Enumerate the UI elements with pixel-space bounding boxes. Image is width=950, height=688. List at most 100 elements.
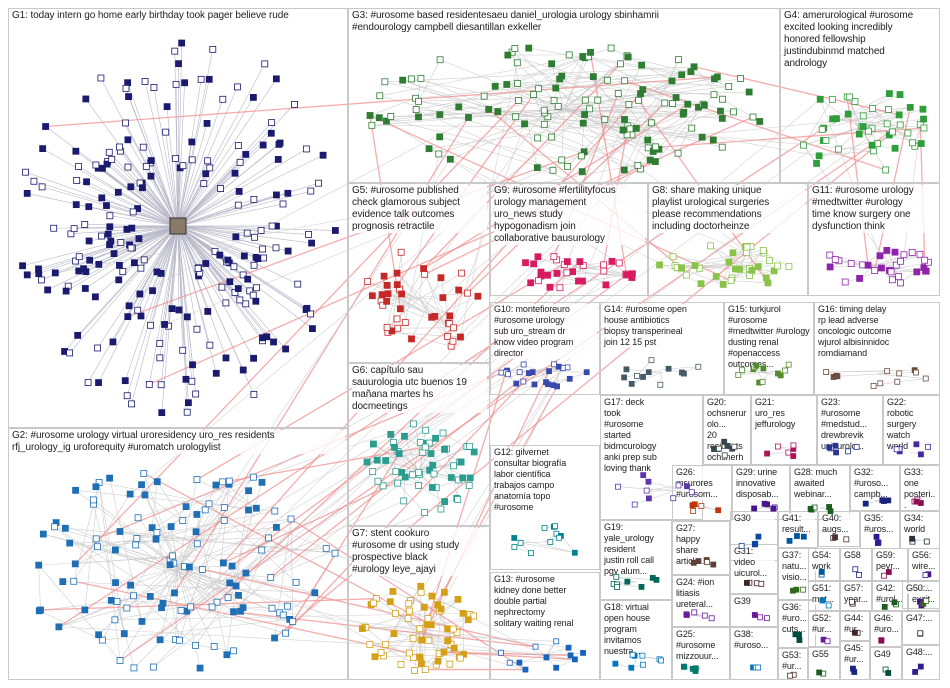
node [83, 178, 90, 186]
node [684, 100, 692, 108]
node [383, 117, 390, 125]
edge [700, 270, 775, 285]
edge [177, 225, 227, 304]
node [429, 461, 437, 469]
node [613, 573, 620, 580]
edge [647, 106, 699, 141]
edge [148, 225, 179, 385]
node [311, 589, 319, 597]
node [141, 78, 149, 85]
node [284, 602, 291, 610]
node [303, 304, 311, 312]
node [876, 252, 884, 260]
group-label-g11: G11: #urosome urology #medtwitter #urolo… [812, 185, 937, 233]
node [366, 641, 374, 648]
node [756, 118, 764, 125]
node [922, 572, 929, 578]
node [635, 96, 642, 104]
node [638, 584, 645, 590]
bridge-edge [73, 580, 410, 654]
edge [112, 225, 179, 343]
node [234, 83, 241, 91]
node [188, 138, 196, 146]
node [86, 256, 94, 264]
node [913, 369, 919, 376]
node [665, 365, 672, 372]
node [291, 100, 298, 108]
node [893, 446, 900, 453]
node [192, 390, 200, 398]
node [533, 164, 541, 172]
group-label-g42: G42: #urol... [876, 583, 905, 605]
node [245, 487, 252, 495]
bridge-edge [846, 96, 869, 266]
edge [177, 225, 308, 309]
edge [86, 181, 179, 227]
node [38, 183, 46, 191]
node [648, 357, 655, 364]
bridge-edge [202, 568, 536, 648]
node [864, 261, 872, 269]
node [851, 98, 859, 105]
node [124, 313, 132, 321]
node [787, 672, 793, 679]
node [785, 449, 792, 456]
node [374, 477, 382, 485]
node [239, 271, 247, 279]
edge [668, 366, 699, 370]
edge [385, 460, 420, 471]
node [764, 450, 770, 457]
node [739, 367, 745, 374]
group-box-g46: G46: #uro... [870, 611, 902, 647]
group-label-g2: G2: #urosome urology virtual uroresidenc… [12, 430, 345, 454]
node [235, 591, 242, 599]
node [75, 163, 82, 170]
node [72, 201, 80, 209]
node [37, 276, 45, 284]
group-label-g35: G35: #uros... [864, 513, 897, 535]
node [661, 99, 669, 107]
group-box-g1: G1: today intern go home early birthday … [8, 8, 348, 428]
node [103, 202, 110, 209]
node [521, 120, 528, 128]
nodes-g49 [882, 666, 892, 676]
edge [177, 225, 198, 330]
node [235, 188, 243, 195]
node [272, 244, 280, 252]
node [504, 51, 512, 59]
node [920, 115, 927, 123]
node [416, 625, 424, 633]
node [234, 201, 242, 209]
node [553, 638, 560, 645]
node [732, 265, 739, 273]
edge [414, 628, 420, 671]
nodes-g8 [656, 242, 793, 288]
node [305, 231, 312, 238]
node [753, 362, 760, 369]
node [193, 511, 201, 518]
node [220, 517, 228, 524]
node [540, 120, 548, 128]
node [282, 629, 289, 637]
nodes-g28 [807, 504, 834, 515]
node [923, 538, 930, 545]
node [232, 233, 240, 241]
group-box-g19: G19: yale_urology resident justin roll c… [600, 520, 672, 600]
node [792, 631, 799, 638]
node [397, 661, 405, 668]
node [571, 549, 578, 556]
node [226, 278, 234, 286]
node [250, 261, 258, 269]
node [675, 482, 682, 489]
edge [131, 225, 179, 404]
node [707, 242, 714, 250]
node [103, 160, 111, 168]
edge [177, 479, 198, 569]
node [94, 543, 101, 551]
node [130, 259, 138, 267]
node [691, 262, 699, 269]
node [218, 283, 226, 291]
node [675, 56, 682, 64]
node [446, 155, 454, 163]
node [225, 477, 233, 485]
